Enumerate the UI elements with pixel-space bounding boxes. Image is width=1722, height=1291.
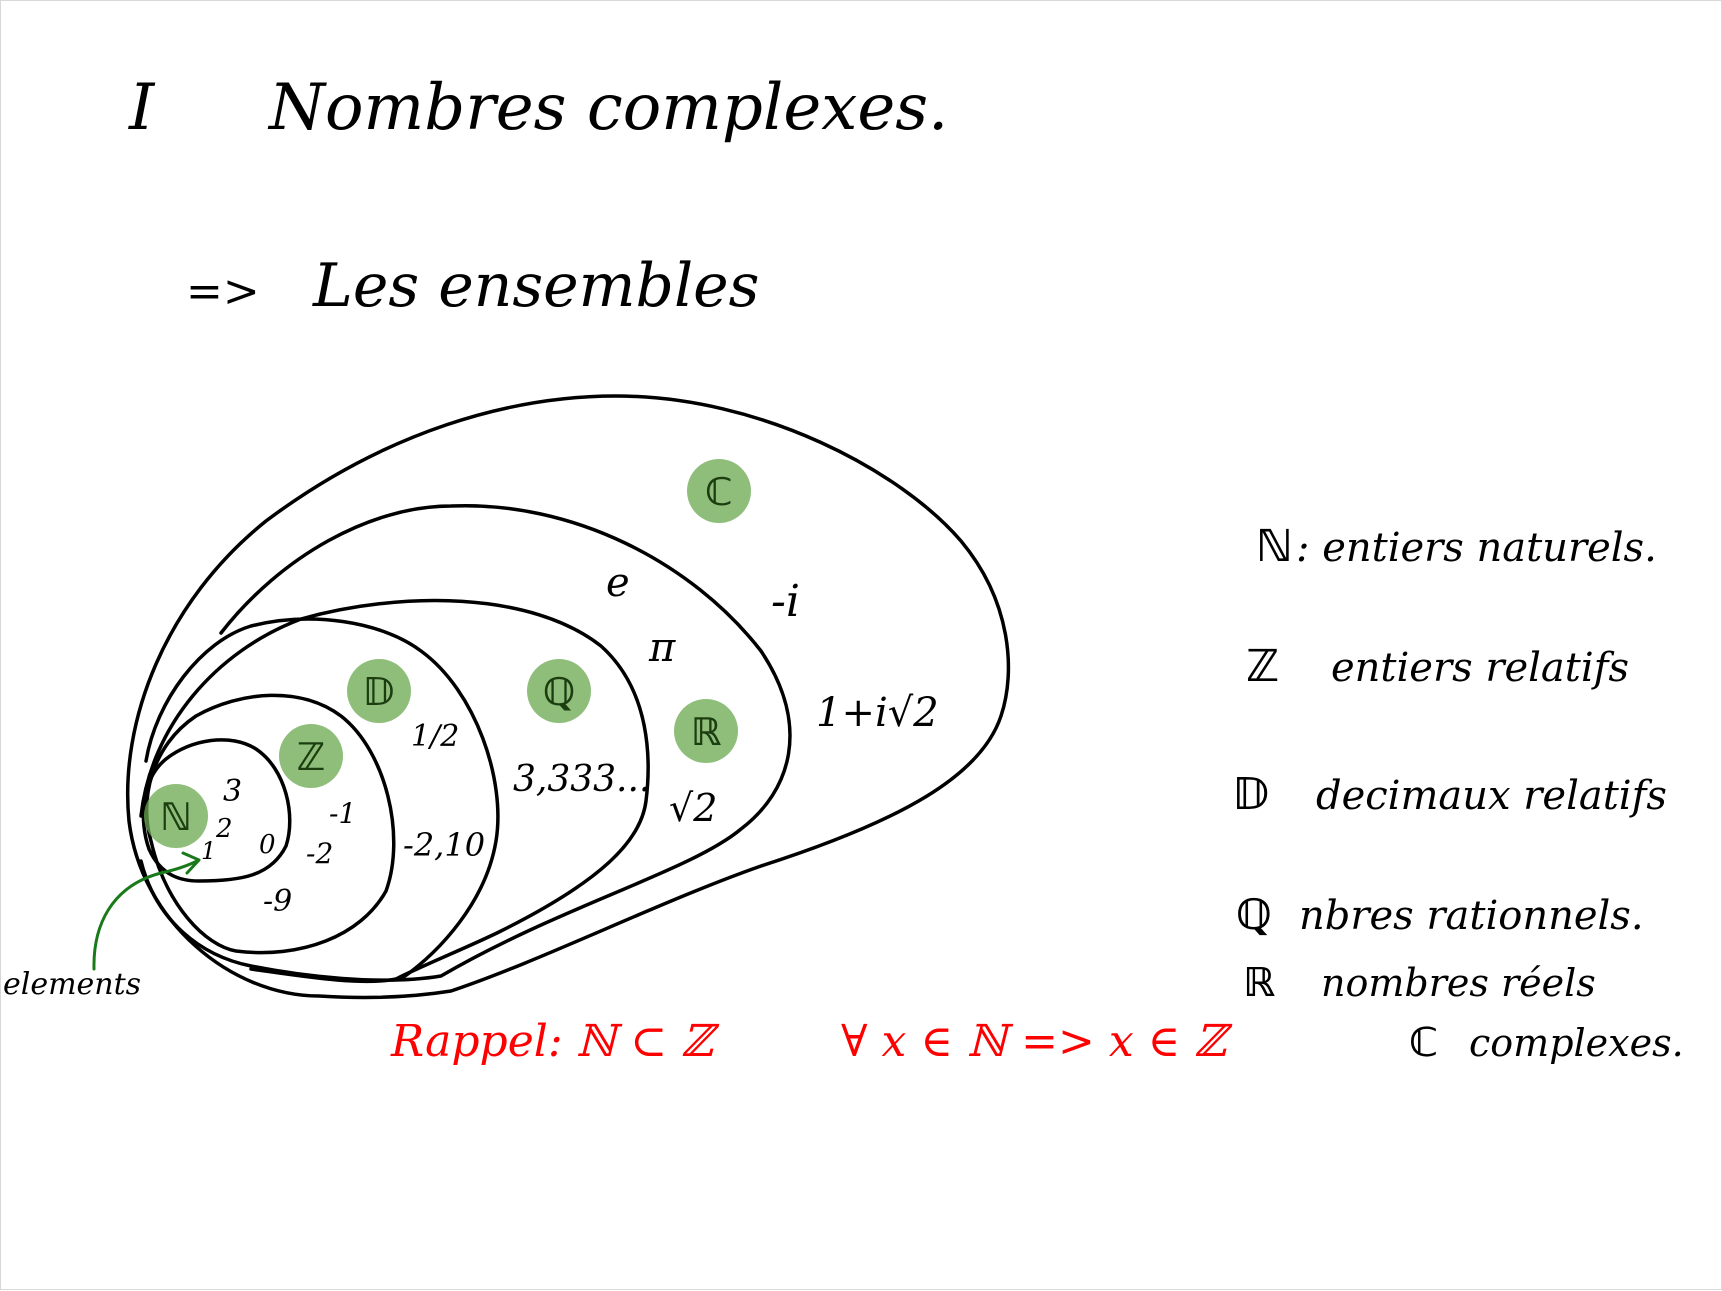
title-numeral: I [128,71,156,145]
element-z-3: -9 [263,884,292,919]
rappel-label: Rappel: [390,1016,563,1067]
legend-item-d: 𝔻 decimaux relatifs [1233,769,1667,820]
set-symbol-n: ℕ [144,784,208,848]
legend-symbol-n: ℕ [1256,521,1293,572]
legend-symbol-r: ℝ [1243,960,1275,1006]
set-boundary-c [125,394,1011,1000]
element-r-3: √2 [669,786,717,830]
legend-item-q: ℚ nbres rationnels. [1236,890,1644,939]
subtitle-text: Les ensembles [312,251,759,321]
highlight-d [347,659,411,723]
legend-symbol-z: ℤ [1246,641,1279,692]
set-symbol-d: 𝔻 [347,659,411,723]
set-boundary-r [139,503,792,982]
legend-text-d: decimaux relatifs [1316,773,1667,819]
highlight-z [279,724,343,788]
symbol-d: 𝔻 [363,670,395,714]
set-boundary-d [144,617,500,981]
elements-arrow-line [92,859,199,971]
element-n-2: 2 [215,814,233,844]
elements-arrowhead [181,851,201,875]
set-boundary-n [141,738,292,883]
rappel: Rappel: ℕ ⊂ ℤ ∀ x ∈ ℕ => x ∈ ℤ [390,1016,1233,1067]
legend-symbol-q: ℚ [1236,890,1272,939]
set-symbol-c: ℂ [687,459,751,523]
symbol-z: ℤ [297,735,326,779]
legend-text-c: complexes. [1469,1021,1684,1065]
set-symbol-r: ℝ [674,699,738,763]
element-n-3: 3 [223,774,242,809]
symbol-r: ℝ [691,710,722,754]
highlight-n [144,784,208,848]
set-boundaries [125,394,1011,1000]
legend: ℕ : entiers naturels. ℤ entiers relatifs… [1233,521,1684,1066]
set-symbol-z: ℤ [279,724,343,788]
highlight-q [527,659,591,723]
highlight-r [674,699,738,763]
legend-item-c: ℂ complexes. [1409,1020,1684,1066]
set-boundary-z [144,693,396,955]
element-d-2: -2,10 [403,826,485,864]
legend-text-r: nombres réels [1321,961,1596,1005]
element-r-1: e [606,560,630,606]
legend-item-z: ℤ entiers relatifs [1246,641,1629,692]
symbol-q: ℚ [543,670,575,714]
element-r-2: π [648,625,676,671]
page-title: Nombres complexes. [267,71,948,145]
legend-text-q: nbres rationnels. [1299,893,1644,939]
subtitle-arrow: => [186,266,260,317]
element-c-2: 1+i√2 [816,690,939,736]
highlight-c [687,459,751,523]
element-d-1: 1/2 [411,719,459,754]
symbol-n: ℕ [160,795,192,839]
legend-text-z: entiers relatifs [1331,645,1629,691]
element-c-1: -i [771,576,800,627]
element-z-1: -1 [329,797,356,830]
element-q-1: 3,333... [513,759,650,800]
element-n-4: 0 [259,830,276,860]
legend-item-r: ℝ nombres réels [1243,960,1596,1006]
legend-symbol-c: ℂ [1409,1020,1438,1066]
legend-text-n: : entiers naturels. [1296,525,1657,571]
rappel-implication: ∀ x ∈ ℕ => x ∈ ℤ [841,1016,1233,1067]
set-elements: 1 2 3 0 -1 -2 -9 1/2 -2,10 3,333... e π … [201,560,939,919]
elements-label: elements [3,967,141,1002]
set-boundary-q [139,598,650,984]
symbol-c: ℂ [705,470,733,514]
element-z-2: -2 [306,837,333,870]
legend-symbol-d: 𝔻 [1233,769,1270,820]
set-symbols: ℕ ℤ 𝔻 ℚ ℝ ℂ [144,459,751,848]
element-n-1: 1 [201,837,216,865]
legend-item-n: ℕ : entiers naturels. [1256,521,1657,572]
set-symbol-q: ℚ [527,659,591,723]
rappel-inclusion: ℕ ⊂ ℤ [576,1016,720,1067]
